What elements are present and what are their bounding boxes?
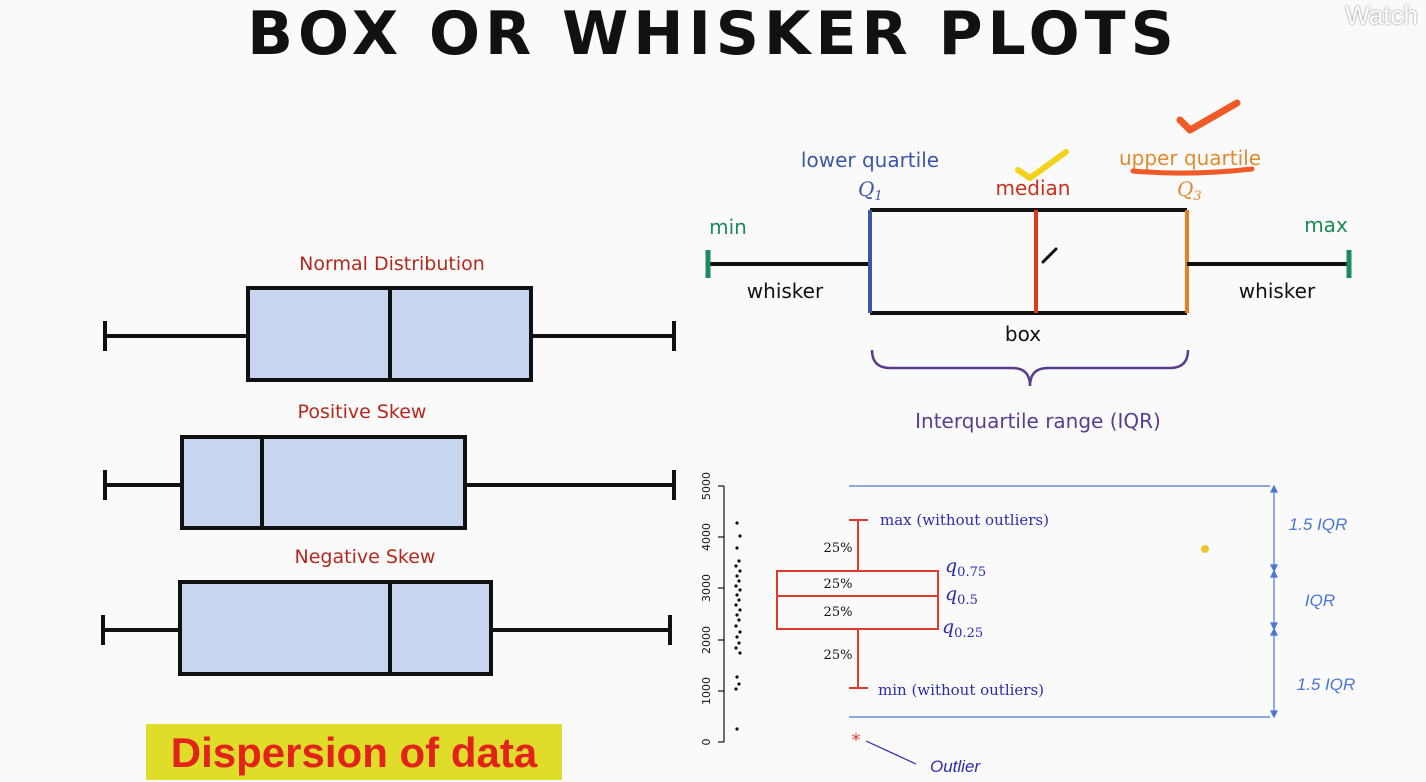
data-point (737, 559, 741, 563)
data-point (735, 593, 739, 597)
normal-distribution-plot: Normal Distribution (103, 253, 676, 382)
percent-label: 25% (824, 577, 853, 592)
data-point (734, 646, 738, 650)
positive-skew-plot: Positive Skew (103, 401, 676, 530)
min-label: min (709, 215, 747, 239)
y-tick-label: 0 (700, 739, 713, 746)
y-axis-tick-labels: 0 1000 2000 3000 4000 5000 (700, 472, 713, 746)
data-point (735, 546, 739, 550)
data-point (734, 603, 738, 607)
data-point (737, 579, 741, 583)
whisker-right-label: whisker (1239, 279, 1316, 303)
check-mark-icon (1176, 99, 1241, 134)
y-tick-label: 1000 (700, 677, 713, 705)
percent-label: 25% (824, 541, 853, 556)
q025-label: q0.25 (942, 616, 983, 641)
whisker-left-label: whisker (747, 279, 824, 303)
iqr-bottom-label: 1.5 IQR (1297, 675, 1356, 694)
arrow-head (1270, 569, 1278, 578)
data-point (735, 675, 739, 679)
y-tick-label: 5000 (700, 472, 713, 500)
data-point (734, 584, 738, 588)
outlier-label: Outlier (930, 757, 981, 776)
data-point (735, 574, 739, 578)
data-point (738, 651, 742, 655)
box (180, 435, 467, 530)
iqr-dimension-arrows (1270, 484, 1278, 719)
arrow-head (1270, 564, 1278, 573)
iqr-brace (870, 349, 1190, 387)
lower-quartile-label: lower quartile (801, 148, 939, 172)
upper-quartile-label: upper quartile (1119, 146, 1261, 170)
y-tick-label: 3000 (700, 574, 713, 602)
outlier-pointer (865, 740, 917, 765)
data-point (737, 641, 741, 645)
annotated-box-plot: 0 1000 2000 3000 4000 5000 (700, 472, 1355, 776)
y-tick-label: 4000 (700, 523, 713, 551)
arrow-head (1270, 484, 1278, 493)
q1-label: Q1 (858, 177, 883, 204)
y-tick-label: 2000 (700, 626, 713, 654)
arrow-head (1270, 710, 1278, 719)
check-mark-icon (1015, 149, 1069, 181)
box-label: box (1005, 322, 1041, 346)
max-label: max (1304, 213, 1348, 237)
percent-label: 25% (824, 605, 853, 620)
q075-label: q0.75 (945, 555, 986, 580)
iqr-top-label: 1.5 IQR (1289, 515, 1348, 534)
percent-label: 25% (824, 648, 853, 663)
negative-skew-label: Negative Skew (295, 546, 436, 568)
negative-skew-plot: Negative Skew (101, 546, 672, 676)
box (776, 570, 939, 630)
watch-later-button[interactable]: Watch (1345, 0, 1418, 30)
pointer-dot (1201, 545, 1209, 553)
arrow-head (1270, 622, 1278, 631)
data-point (737, 598, 741, 602)
underline-mark (1130, 166, 1255, 176)
arrow-head (1270, 627, 1278, 636)
data-point (738, 588, 742, 592)
positive-skew-label: Positive Skew (298, 401, 427, 423)
data-point (735, 727, 739, 731)
q05-label: q0.5 (945, 583, 978, 608)
cursor-mark (1041, 247, 1058, 264)
median-label: median (996, 176, 1071, 200)
data-point (734, 564, 738, 568)
data-point (735, 635, 739, 639)
data-points (734, 521, 742, 731)
max-without-outliers-label: max (without outliers) (880, 511, 1049, 529)
min-without-outliers-label: min (without outliers) (878, 681, 1044, 699)
q3-label: Q3 (1177, 177, 1202, 204)
box-plot-anatomy: lower quartile Q1 median upper quartile … (705, 99, 1352, 433)
box (178, 580, 493, 676)
page-title: BOX OR WHISKER PLOTS (247, 0, 1179, 69)
data-point (738, 630, 742, 634)
data-point (738, 534, 742, 538)
dispersion-of-data-label: Dispersion of data (146, 724, 562, 780)
data-point (737, 618, 741, 622)
iqr-label: Interquartile range (IQR) (915, 409, 1161, 433)
iqr-mid-label: IQR (1305, 591, 1335, 610)
data-point (737, 682, 741, 686)
data-point (738, 569, 742, 573)
data-point (735, 613, 739, 617)
data-point (738, 608, 742, 612)
data-point (734, 624, 738, 628)
outlier-marker: * (852, 730, 861, 751)
y-axis-ticks (718, 485, 724, 743)
data-point (734, 687, 738, 691)
normal-distribution-label: Normal Distribution (299, 253, 485, 275)
data-point (735, 521, 739, 525)
